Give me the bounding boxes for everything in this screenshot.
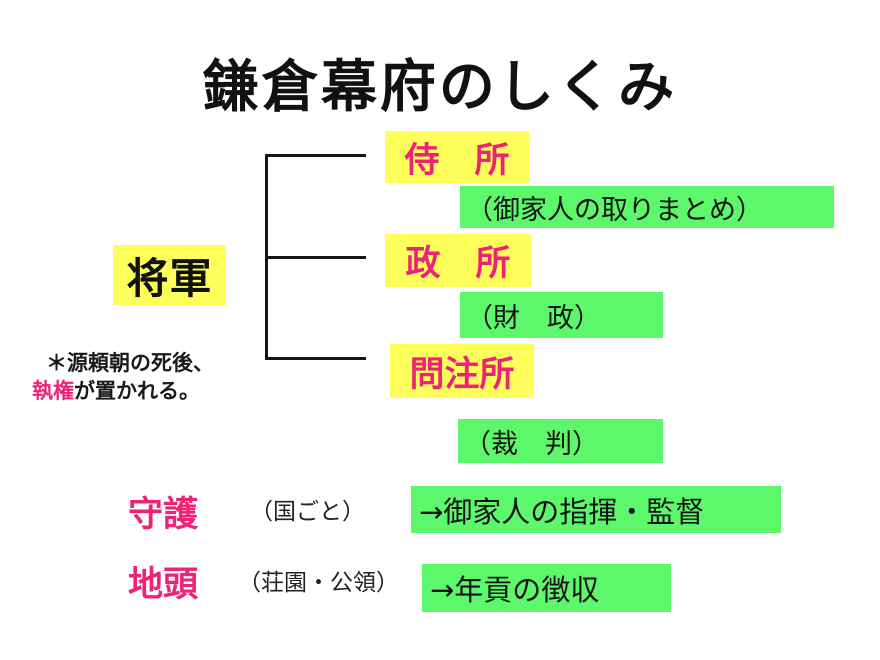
regional-shugo-scope: （国ごと） [250, 499, 365, 525]
office-monchujo: 問注所 [390, 344, 534, 398]
tree-branch-line-monchujo [265, 357, 366, 360]
tree-branch-line-mandokoro [265, 256, 366, 259]
regent-annotation-highlight: 執権 [32, 379, 74, 403]
office-mandokoro: 政 所 [385, 234, 531, 287]
regional-shugo-role: →御家人の指揮・監督 [411, 486, 781, 533]
page-title: 鎌倉幕府のしくみ [202, 55, 678, 120]
office-samurai-dokoro-note: （御家人の取りまとめ） [460, 186, 834, 228]
regent-annotation-line2: が置かれる。 [74, 379, 200, 403]
regional-jito-role: →年貢の徴収 [422, 564, 671, 612]
regent-annotation: ＊源頼朝の死後、 執権が置かれる。 [32, 349, 214, 405]
regent-annotation-line1: ＊源頼朝の死後、 [46, 351, 214, 375]
office-monchujo-note: （裁 判） [458, 419, 663, 463]
office-samurai-dokoro: 侍 所 [385, 131, 529, 183]
shogun-node: 将軍 [113, 245, 226, 305]
tree-branch-line-samurai-dokoro [265, 154, 366, 157]
regional-jito-scope: （荘園・公領） [238, 570, 399, 596]
office-mandokoro-note: （財 政） [460, 292, 663, 338]
regional-shugo: 守護 [128, 495, 199, 535]
regional-jito: 地頭 [128, 565, 199, 605]
